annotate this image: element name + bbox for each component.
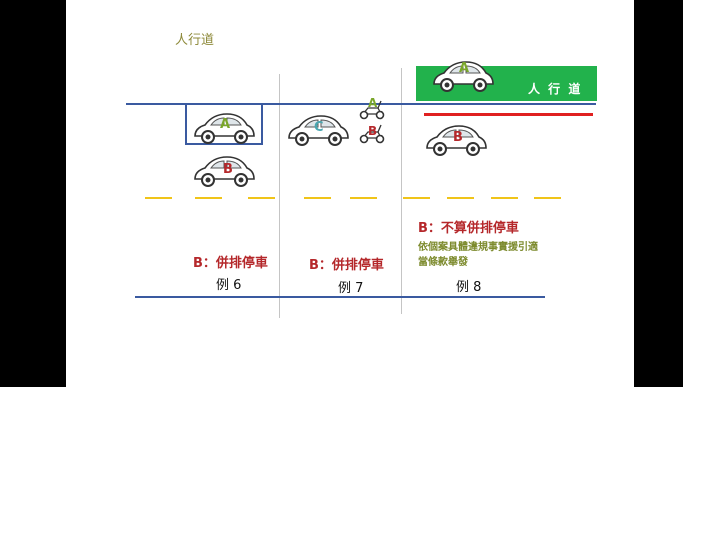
car-icon	[433, 61, 494, 92]
car-letter-b-curb: B	[453, 130, 463, 145]
example-6-caption: B：併排停車	[193, 256, 268, 271]
example-6-label: 例 6	[216, 278, 242, 293]
separator-1	[279, 74, 280, 318]
car-icon	[288, 115, 349, 146]
sidewalk-label: 人行道	[175, 33, 215, 48]
car-icon	[426, 125, 487, 156]
bottom-line	[135, 296, 545, 298]
scooter-icon	[359, 124, 385, 144]
scooter-icon	[359, 100, 385, 120]
example-7-label: 例 7	[338, 281, 364, 296]
car-letter-a-sidewalk: A	[459, 61, 470, 76]
scooter-letter-a: A	[368, 96, 378, 110]
parking-bay-box	[185, 103, 263, 145]
example-7-caption: B：併排停車	[309, 258, 384, 273]
car-letter-a: A	[220, 117, 231, 132]
sidewalk-sign-text: 人 行 道	[528, 82, 583, 96]
example-8-note-line-2: 當條款舉發	[418, 257, 468, 268]
car-icon	[194, 113, 255, 144]
car-letter-c: C	[314, 120, 324, 135]
separator-2	[401, 68, 402, 314]
example-8-caption: B：不算併排停車	[418, 221, 519, 236]
car-letter-b: B	[223, 162, 233, 177]
scooter-letter-b: B	[368, 124, 378, 138]
red-curb-line	[424, 113, 593, 116]
slide	[66, 0, 634, 387]
example-8-note-line-1: 依個案具體違規事實援引適	[418, 242, 538, 253]
road-edge-line	[126, 103, 596, 105]
example-8-label: 例 8	[456, 280, 482, 295]
car-icon	[194, 156, 255, 187]
